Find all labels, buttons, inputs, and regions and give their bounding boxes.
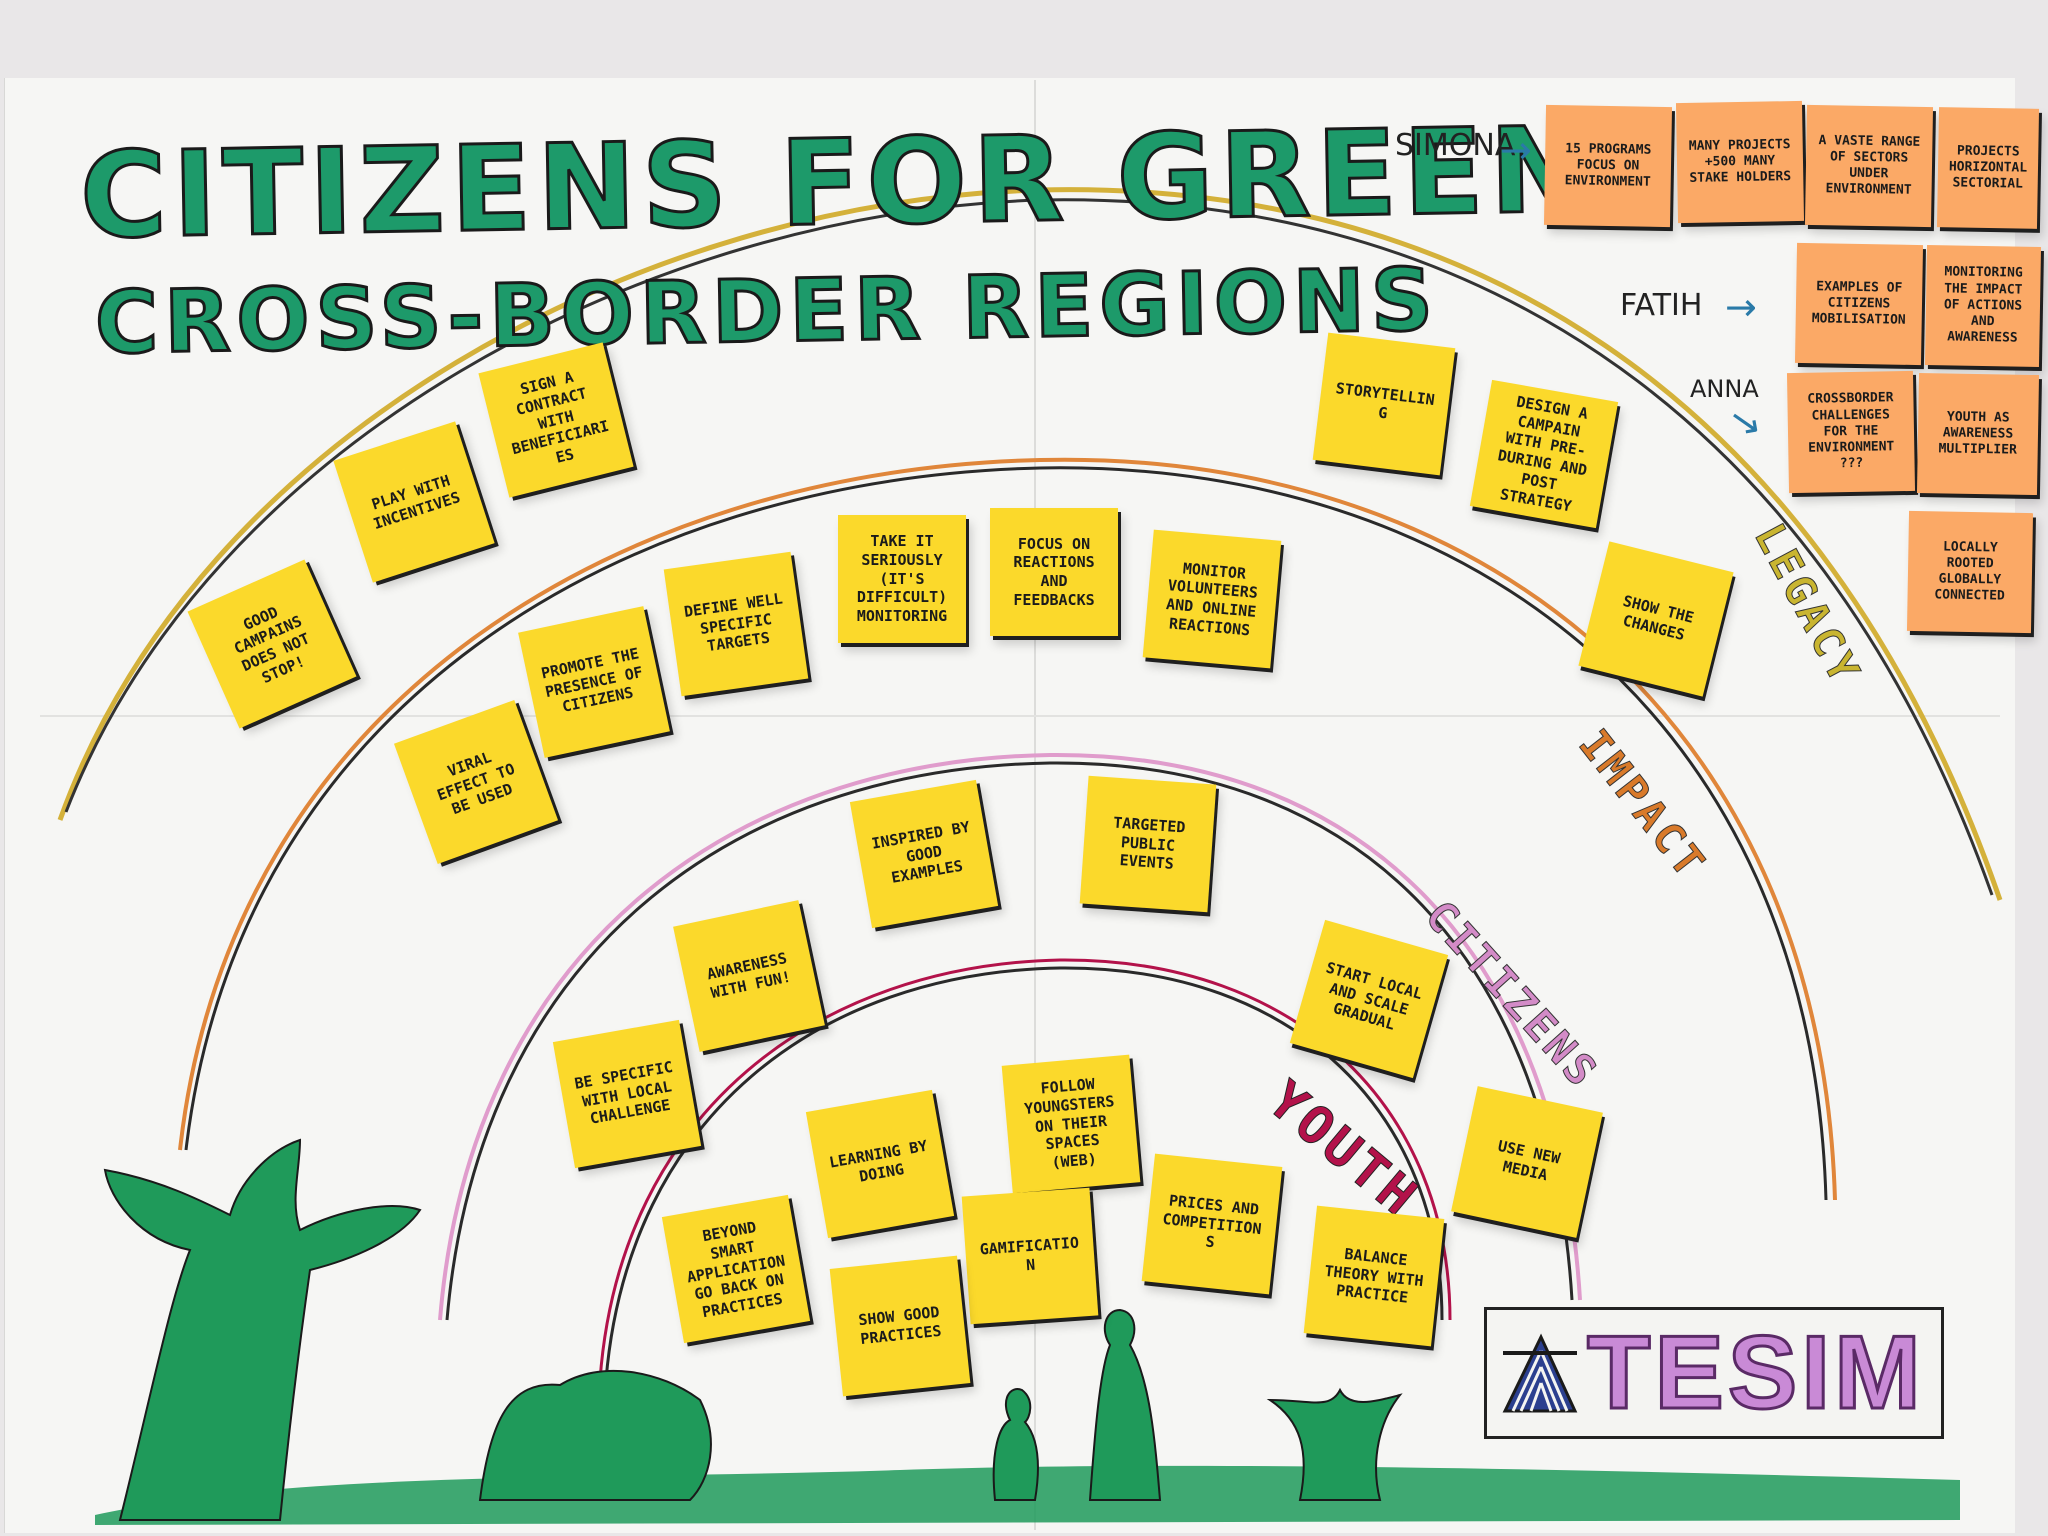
arrow-icon-fatih: → (1725, 285, 1757, 329)
note-promote-presence: PROMOTE THE PRESENCE OF CITIZENS (518, 606, 670, 758)
note-focus-reactions: FOCUS ON REACTIONS AND FEEDBACKS (990, 508, 1118, 636)
tesim-logo: TESIM (1484, 1307, 1944, 1439)
impact-arc (178, 457, 1837, 1201)
orange-note-many-projects: MANY PROJECTS +500 MANY STAKE HOLDERS (1675, 100, 1805, 224)
orange-note-youth-multiplier: YOUTH AS AWARENESS MULTIPLIER (1916, 372, 2040, 496)
note-follow-youngsters: FOLLOW YOUNGSTERS ON THEIR SPACES (WEB) (1001, 1054, 1141, 1194)
note-prices: PRICES AND COMPETITIONS (1141, 1153, 1283, 1295)
note-be-specific: BE SPECIFIC WITH LOCAL CHALLENGE (552, 1019, 702, 1169)
legacy-arc-outline (64, 198, 1994, 896)
orange-note-crossborder-challenges: CROSSBORDER CHALLENGES FOR THE ENVIRONME… (1786, 370, 1916, 494)
note-storytelling: STORYTELLING (1312, 332, 1456, 476)
paper-seam-horizontal (40, 715, 2000, 717)
tesim-logo-mark (1501, 1331, 1579, 1415)
orange-note-15-programs: 15 PROGRAMS FOCUS ON ENVIRONMENT (1543, 104, 1673, 228)
note-balance-theory: BALANCE THEORY WITH PRACTICE (1303, 1205, 1445, 1347)
figure-child (992, 1388, 1039, 1501)
youth-arc-outline (604, 966, 1444, 1381)
arrow-icon-simona: → (1500, 128, 1532, 172)
orange-note-projects-sectorial: PROJECTS HORIZONTAL SECTORIAL (1936, 107, 2040, 229)
paper-seam-vertical (1034, 80, 1036, 1530)
citizens-arc-outline (445, 761, 1574, 1321)
note-show-practices: SHOW GOOD PRACTICES (829, 1255, 971, 1397)
orange-note-examples-mobilisation: EXAMPLES OF CITIZENS MOBILISATION (1794, 242, 1924, 366)
legacy-arc (57, 187, 2003, 901)
note-take-seriously: TAKE IT SERIOUSLY (IT'S DIFFICULT) MONIT… (838, 515, 966, 643)
note-beyond-smart: BEYOND SMART APPLICATION GO BACK ON PRAC… (661, 1194, 811, 1344)
orange-note-vaste-range: A VASTE RANGE OF SECTORS UNDER ENVIRONME… (1804, 104, 1934, 228)
note-awareness-fun: AWARENESS WITH FUN! (673, 900, 825, 1052)
participant-anna: ANNA (1690, 375, 1759, 403)
note-inspired: INSPIRED BY GOOD EXAMPLES (849, 779, 999, 929)
shrub-right (1266, 1387, 1403, 1501)
participant-simona: SIMONA (1395, 128, 1516, 163)
orange-note-locally-rooted: LOCALLY ROOTED GLOBALLY CONNECTED (1906, 510, 2034, 634)
impact-arc-outline (184, 466, 1828, 1201)
note-targeted-events: TARGETED PUBLIC EVENTS (1079, 775, 1217, 913)
citizens-arc (438, 752, 1582, 1321)
orange-note-monitoring-impact: MONITORING THE IMPACT OF ACTIONS AND AWA… (1924, 245, 2042, 367)
note-gamification: GAMIFICATION (961, 1187, 1099, 1325)
note-learning-doing: LEARNING BY DOING (805, 1089, 955, 1239)
note-use-new-media: USE NEW MEDIA (1451, 1086, 1603, 1238)
note-monitor-volunteers: MONITOR VOLUNTEERS AND ONLINE REACTIONS (1142, 529, 1282, 669)
tesim-logo-text: TESIM (1586, 1315, 1925, 1431)
shrub-left (478, 1369, 712, 1501)
note-define-targets: DEFINE WELL SPECIFIC TARGETS (663, 551, 809, 697)
figure-adult (1088, 1308, 1162, 1501)
youth-arc (598, 958, 1452, 1381)
participant-fatih: FATIH (1620, 288, 1703, 323)
note-design-campain: DESIGN A CAMPAIN WITH PRE-DURING AND POS… (1469, 379, 1619, 529)
tree-drawing (103, 1138, 422, 1521)
